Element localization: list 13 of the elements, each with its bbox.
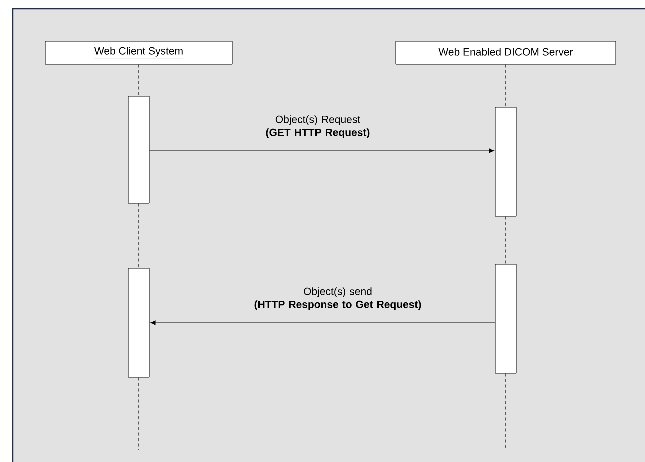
lifeline-header: Web Enabled DICOM Server [396, 41, 616, 65]
message-arrow [150, 320, 496, 326]
activation-bar [128, 268, 150, 378]
activation-bar [495, 264, 517, 374]
lifeline-header: Web Client System [45, 41, 233, 65]
lifeline [138, 203, 140, 269]
activation-bar [495, 107, 517, 217]
activation-bar [128, 96, 150, 204]
message-label: Object(s) Request (GET HTTP Request) [266, 116, 370, 138]
message-arrow [149, 148, 494, 154]
lifeline [138, 377, 140, 450]
lifeline [138, 64, 140, 97]
message-label: Object(s) send (HTTP Response to Get Request) [254, 288, 422, 310]
